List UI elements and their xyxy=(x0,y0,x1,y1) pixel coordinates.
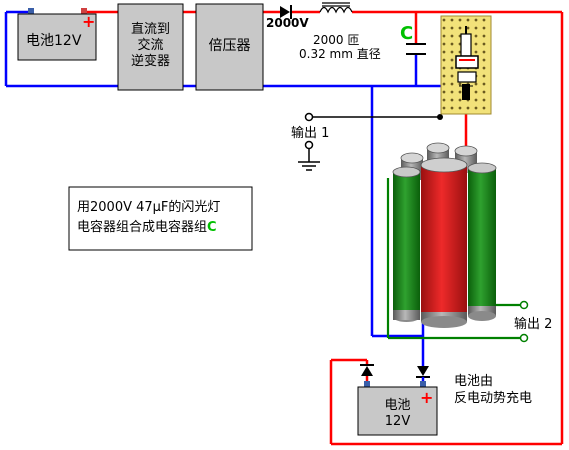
output1-terminal-top xyxy=(304,112,314,122)
wires-blue xyxy=(4,10,467,366)
charge-note-line1: 电池由 xyxy=(454,374,494,389)
capacitor-top-icon xyxy=(406,43,426,55)
junction-dot xyxy=(437,114,443,120)
inverter-box xyxy=(117,3,184,91)
coil-turns-label: 2000 匝 xyxy=(313,33,360,47)
note-box xyxy=(68,186,253,251)
diode-bottom-left-icon xyxy=(360,364,374,376)
coil-icon xyxy=(319,2,353,14)
output2-terminal-top xyxy=(519,300,529,310)
note-text: 用2000V 47μF的闪光灯 电容器组合成电容器组C xyxy=(77,198,220,238)
battery-bottom-label-line1: 电池 xyxy=(384,398,411,413)
charge-note-line2: 反电动势充电 xyxy=(454,391,533,406)
output2-label: 输出 2 xyxy=(514,317,553,332)
output1-terminal-bottom xyxy=(304,140,314,150)
battery-top-plus-icon: + xyxy=(82,12,95,31)
spark-board xyxy=(440,15,492,115)
capacitor-bank xyxy=(392,142,497,328)
note-line2-c: C xyxy=(207,220,217,235)
coil-wire-label: 0.32 mm 直径 xyxy=(299,47,381,61)
battery-bottom-plus-icon: + xyxy=(420,388,433,407)
charge-note: 电池由 反电动势充电 xyxy=(454,373,532,407)
inverter-label: 直流到 交流 逆变器 xyxy=(118,22,183,70)
battery-top-label: 电池12V xyxy=(26,33,82,49)
inverter-label-line2: 交流 xyxy=(137,38,164,53)
output1-label: 输出 1 xyxy=(291,126,330,141)
diode-bottom-right-icon xyxy=(416,366,430,378)
battery-top: + xyxy=(17,8,97,61)
diode-top-icon xyxy=(280,5,292,19)
note-line2-text: 电容器组合成电容器组 xyxy=(77,220,208,235)
inverter-label-line3: 逆变器 xyxy=(130,54,170,69)
note-line1: 用2000V 47μF的闪光灯 xyxy=(77,200,221,215)
output2-terminal-bottom xyxy=(519,333,529,343)
note-line2: 电容器组合成电容器组C xyxy=(77,218,220,238)
battery-bottom-label-line2: 12V xyxy=(384,414,411,429)
multiplier-box xyxy=(195,3,264,91)
wires-green xyxy=(386,178,522,340)
inverter-label-line1: 直流到 xyxy=(130,22,170,37)
voltage-label: 2000V xyxy=(266,16,309,30)
battery-bottom-label: 电池 12V xyxy=(358,398,437,430)
capacitor-c-label: C xyxy=(400,23,414,44)
multiplier-label: 倍压器 xyxy=(208,38,251,54)
battery-bottom: + xyxy=(357,381,438,436)
